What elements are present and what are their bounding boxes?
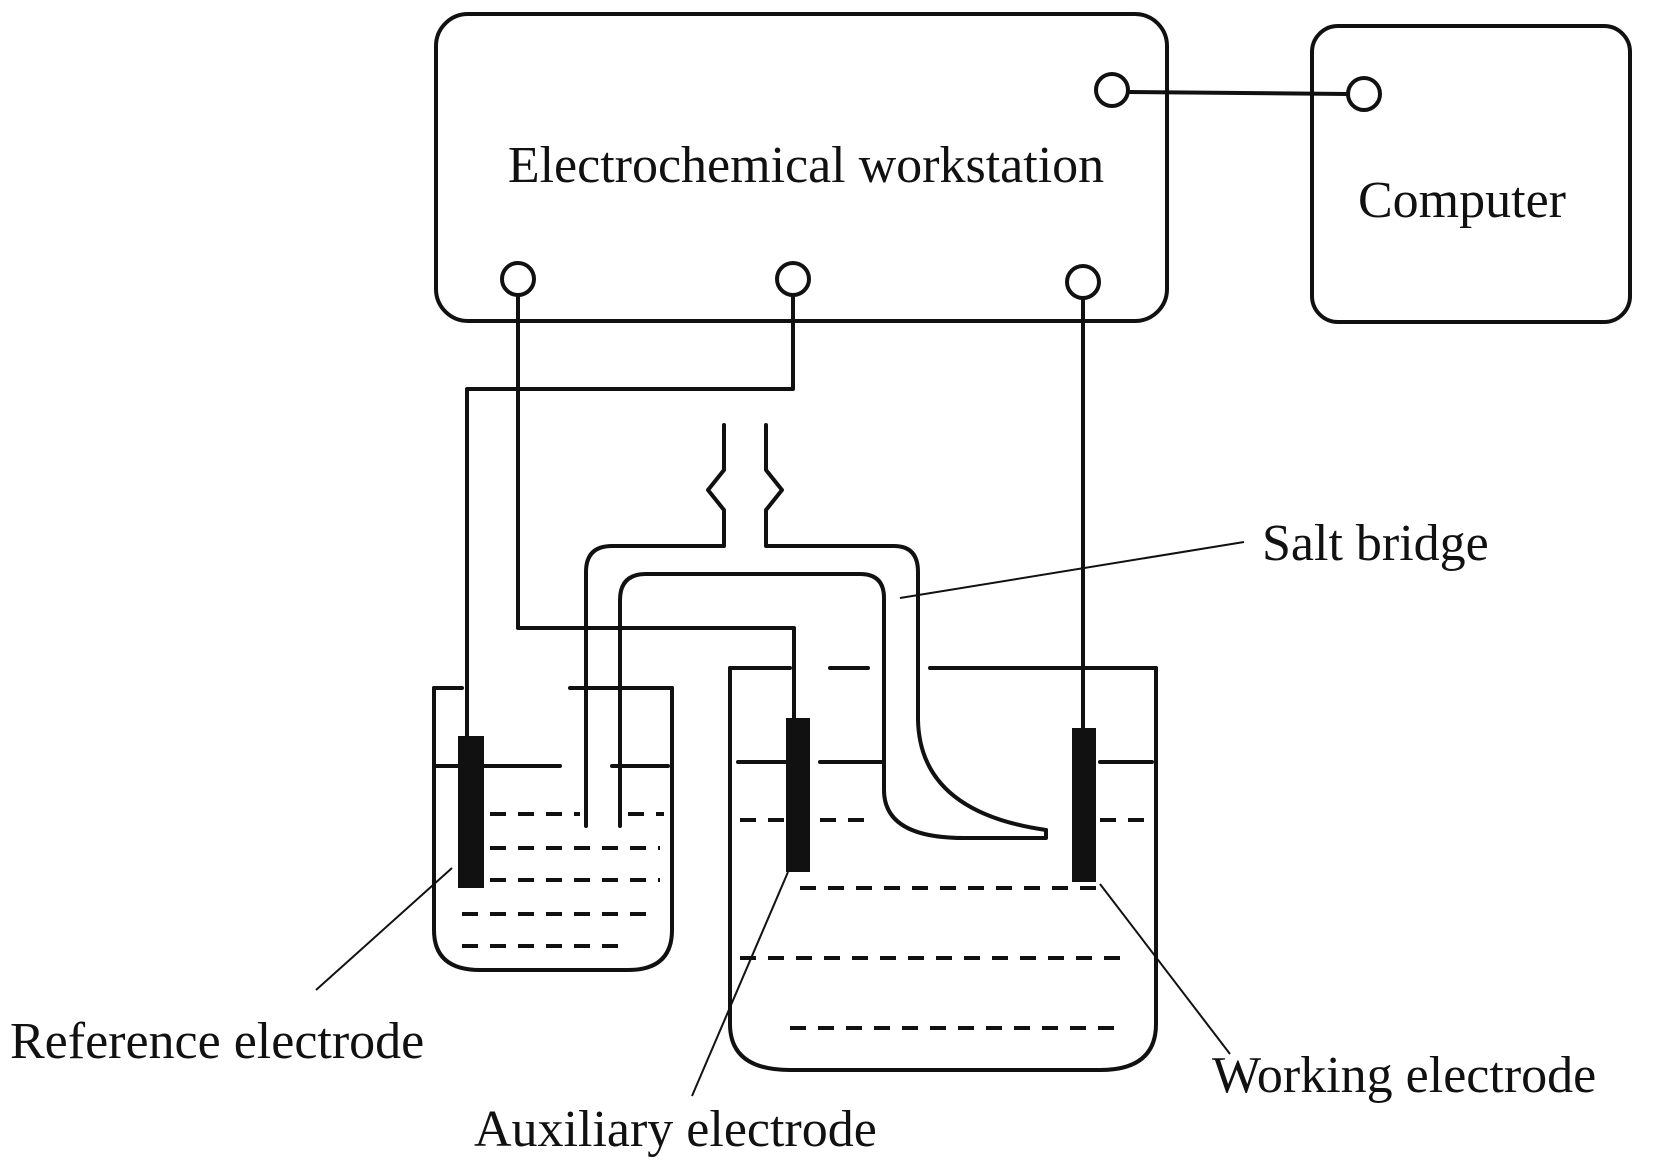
computer-terminal — [1346, 76, 1382, 112]
workstation-terminal-working — [1065, 264, 1101, 300]
computer-label: Computer — [1358, 172, 1566, 229]
working-electrode-label: Working electrode — [1212, 1047, 1596, 1104]
wire-auxiliary — [623, 626, 796, 720]
cable-computer — [1126, 90, 1350, 96]
leader-reference — [315, 867, 453, 991]
reference-electrode-label: Reference electrode — [10, 1013, 424, 1070]
reference-electrode-rod — [458, 736, 484, 888]
wire-reference-electrode — [465, 293, 795, 738]
salt-bridge-label: Salt bridge — [1262, 515, 1489, 572]
salt-bridge — [584, 423, 1048, 840]
working-electrode-rod — [1072, 728, 1096, 882]
auxiliary-electrode-label: Auxiliary electrode — [474, 1101, 877, 1158]
workstation-terminal-auxiliary — [775, 261, 811, 297]
computer-box: Computer — [1310, 24, 1632, 324]
main-beaker — [728, 666, 1158, 1072]
workstation-terminal-computer — [1094, 72, 1130, 108]
workstation-box: Electrochemical workstation — [434, 12, 1169, 323]
workstation-terminal-reference — [500, 261, 536, 297]
leader-auxiliary — [691, 871, 789, 1097]
auxiliary-electrode-rod — [786, 718, 810, 872]
workstation-label: Electrochemical workstation — [508, 137, 1104, 194]
leader-salt-bridge — [899, 541, 1245, 599]
leader-working — [1099, 883, 1231, 1055]
reference-beaker — [432, 686, 674, 972]
wire-reference — [516, 293, 627, 630]
